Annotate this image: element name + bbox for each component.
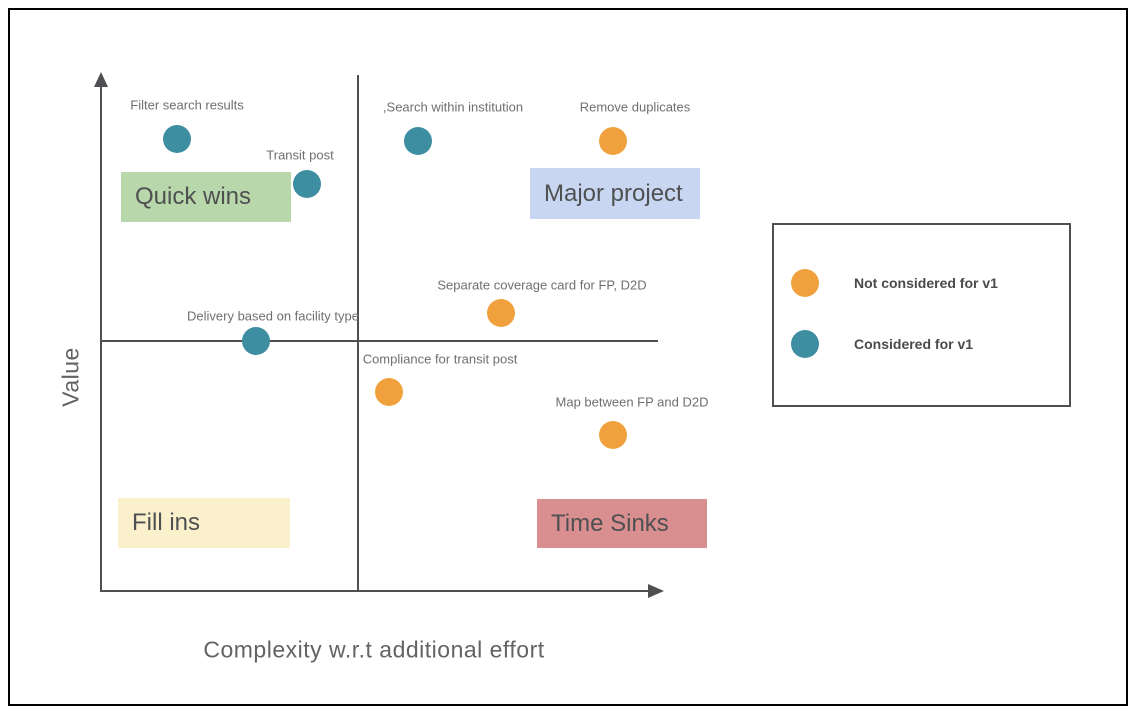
legend-dot-considered-v1 [791,330,819,358]
point-label-transit-post: Transit post [266,147,334,163]
point-dot-separate-coverage-card [487,299,515,327]
quadrant-divider-vertical [357,75,359,591]
quadrant-divider-horizontal [101,340,658,342]
legend-dot-not-considered-v1 [791,269,819,297]
point-dot-filter-search-results [163,125,191,153]
y-axis-arrow-icon [94,72,108,87]
quadrant-label-quick-wins: Quick wins [135,183,252,210]
quadrant-box-time-sinks: Time Sinks [537,499,707,548]
quadrant-label-fill-ins: Fill ins [132,509,201,536]
point-label-search-within-institution: ,Search within institution [382,99,524,115]
point-label-remove-duplicates: Remove duplicates [579,99,691,115]
quadrant-box-fill-ins: Fill ins [118,498,290,548]
quadrant-label-time-sinks: Time Sinks [551,509,669,537]
legend-item-not-considered-v1: Not considered for v1 [791,269,998,297]
point-label-separate-coverage-card: Separate coverage card for FP, D2D [437,277,647,293]
x-axis-label: Complexity w.r.t additional effort [203,636,545,663]
point-dot-transit-post [293,170,321,198]
point-dot-search-within-institution [404,127,432,155]
point-label-delivery-facility-type: Delivery based on facility type [187,308,359,324]
point-dot-delivery-facility-type [242,327,270,355]
y-axis-line [100,86,102,591]
x-axis-arrow-icon [648,584,664,598]
legend-item-considered-v1: Considered for v1 [791,330,973,358]
legend: Not considered for v1 Considered for v1 [772,223,1071,407]
point-dot-remove-duplicates [599,127,627,155]
legend-label-not-considered-v1: Not considered for v1 [854,275,998,291]
quadrant-label-major-project: Major project [544,179,683,207]
quadrant-box-major-project: Major project [530,168,700,219]
point-label-map-fp-d2d: Map between FP and D2D [555,394,709,410]
y-axis-label: Value [57,347,84,407]
legend-label-considered-v1: Considered for v1 [854,336,974,352]
point-dot-map-fp-d2d [599,421,627,449]
x-axis-line [100,590,650,592]
slide-border [8,8,1128,706]
point-label-compliance-transit-post: Compliance for transit post [362,351,518,367]
point-dot-compliance-transit-post [375,378,403,406]
quadrant-box-quick-wins: Quick wins [121,172,291,222]
point-label-filter-search-results: Filter search results [130,97,244,113]
